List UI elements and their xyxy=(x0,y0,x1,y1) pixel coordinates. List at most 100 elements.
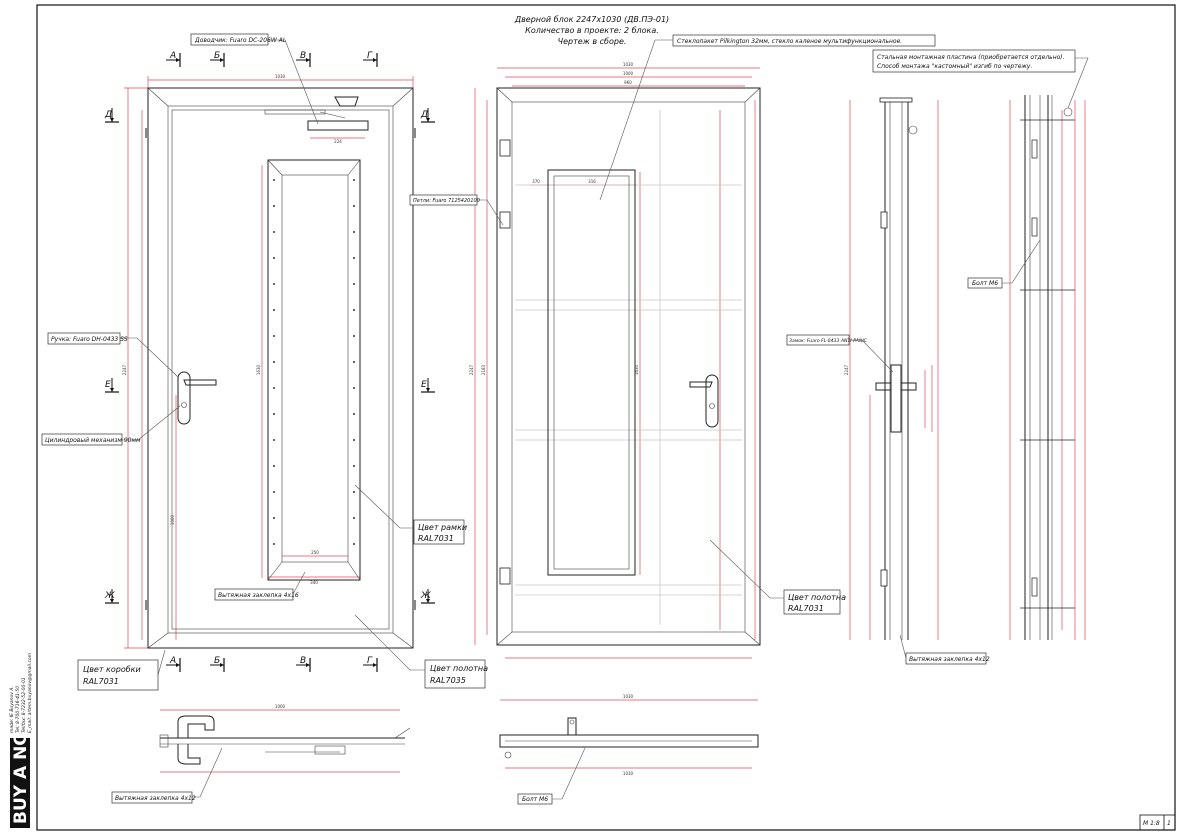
section-marker-v: В xyxy=(296,656,311,672)
section-letter: Г xyxy=(367,656,373,666)
dim-width-back: 1030 xyxy=(623,62,634,67)
section-letter: Г xyxy=(367,51,373,61)
dim-leaf-height: 2183 xyxy=(481,364,486,375)
dim-inner-width: 1000 xyxy=(623,71,634,76)
rivet xyxy=(353,491,355,493)
section-marker-g: Г xyxy=(363,51,378,67)
label-plate-line-1: Стальная монтажная пластина (приобретает… xyxy=(877,54,1065,61)
dim-height-side: 2247 xyxy=(844,364,849,375)
edge-profile-view xyxy=(1009,95,1086,640)
front-view: 1030 2247 1000 1630 250 340 224 xyxy=(122,74,416,649)
label-rivet-4x12-bottom: Вытяжная заклепка 4х12 xyxy=(115,795,196,802)
dim-window-width: 316 xyxy=(588,179,596,184)
side-section-view: 2247 xyxy=(844,97,939,640)
dim-glass-height-back: 1630 xyxy=(634,364,639,375)
title-line-3: Чертеж в сборе. xyxy=(558,37,627,46)
section-marker-b: Б xyxy=(210,51,225,67)
title-line-2: Количество в проекте: 2 блока. xyxy=(525,26,659,35)
rivet xyxy=(353,257,355,259)
author-block: BUY A NOV made: IE Buyanov A. Tel: 8-700… xyxy=(9,652,33,828)
section-marker-a: А xyxy=(166,656,181,672)
section-letter: Д xyxy=(420,110,428,120)
sheet-border xyxy=(36,4,1176,831)
logo-text: BUY A NOV xyxy=(11,718,31,824)
section-marker-d: Д xyxy=(420,108,435,123)
back-view: 1030 1000 960 2247 2183 1630 370 316 xyxy=(469,62,761,659)
dim-width: 1030 xyxy=(275,74,286,79)
section-letter: Ж xyxy=(104,591,115,601)
hinge xyxy=(499,211,511,229)
dim-glass-frame-width: 340 xyxy=(310,580,318,585)
label-handle: Ручка: Fuaro DH-0433 SS xyxy=(51,336,128,343)
section-marker-zh: Ж xyxy=(104,589,119,604)
author-fax: Tel/fax: 8-7232-52-00-01 xyxy=(21,677,27,733)
label-rivet-4x12-side: Вытяжная заклепка 4х12 xyxy=(909,656,990,663)
rivet xyxy=(353,439,355,441)
rivet xyxy=(273,205,275,207)
hinge xyxy=(499,567,511,585)
section-marker-b: Б xyxy=(210,656,225,672)
section-marker-a: А xyxy=(166,51,181,67)
section-letter: Б xyxy=(214,656,220,666)
section-marker-d: Д xyxy=(104,108,119,123)
section-letter: Ж xyxy=(420,591,431,601)
author-email: E_mail: artem.buyanov@gmail.com xyxy=(27,652,33,733)
rivet xyxy=(353,309,355,311)
dim-plan-width: 1000 xyxy=(275,704,286,709)
title-block: М 1:8 1 xyxy=(1139,814,1176,831)
rivet xyxy=(273,517,275,519)
glass-frame xyxy=(267,159,361,581)
label-leaf-color-back-title: Цвет полотна xyxy=(788,593,846,602)
section-marker-e: Е xyxy=(105,378,119,393)
dim-plan-width-right: 1030 xyxy=(623,694,634,699)
rivet xyxy=(353,231,355,233)
dim-closer-width: 224 xyxy=(334,139,342,144)
section-letter: Д xyxy=(104,110,112,120)
rivet xyxy=(273,283,275,285)
rivet xyxy=(353,205,355,207)
label-bolt-right: Болт М6 xyxy=(972,280,998,287)
author-tel: Tel: 8-700-716-41-50 xyxy=(15,686,21,733)
rivet xyxy=(273,439,275,441)
label-leaf-color-back-value: RAL7031 xyxy=(788,604,824,613)
section-marker-g: Г xyxy=(363,656,378,672)
dim-height: 2247 xyxy=(122,364,127,375)
dim-window-offset: 370 xyxy=(532,179,540,184)
sheet-number: 1 xyxy=(1167,820,1171,827)
dim-handle-height: 1000 xyxy=(170,514,175,525)
label-glass-frame-value: RAL7031 xyxy=(418,534,454,543)
glass-pane xyxy=(281,174,349,563)
rivet xyxy=(273,491,275,493)
label-cylinder: Цилиндровый механизм 90мм xyxy=(45,437,141,444)
section-letter: Е xyxy=(421,380,427,390)
rivet xyxy=(353,465,355,467)
section-letter: А xyxy=(169,51,176,61)
section-letter: А xyxy=(169,656,176,666)
rivet xyxy=(273,231,275,233)
dim-glass-height: 1630 xyxy=(256,364,261,375)
top-plan-view-right: 1030 1030 xyxy=(499,694,759,776)
label-glass-frame-title: Цвет рамки xyxy=(418,523,467,532)
rivet xyxy=(273,335,275,337)
label-lock: Замок: Fuaro FL-0433 ANTI-PANIC xyxy=(789,338,868,344)
hinge xyxy=(499,139,511,157)
dim-clear-width: 960 xyxy=(624,80,632,85)
rivet xyxy=(353,543,355,545)
rivet xyxy=(273,361,275,363)
rivet xyxy=(353,413,355,415)
rivet xyxy=(273,309,275,311)
rivet xyxy=(273,257,275,259)
section-letter: В xyxy=(300,656,306,666)
rivet xyxy=(273,387,275,389)
door-handle-back xyxy=(705,374,719,428)
label-hinges: Петли: Fuaro 7125420100 xyxy=(413,198,480,204)
rivet xyxy=(353,335,355,337)
lock xyxy=(890,364,902,433)
label-leaf-color-front-value: RAL7035 xyxy=(430,676,466,685)
rivet xyxy=(273,413,275,415)
label-plate-line-2: Способ монтажа "кастомный" изгиб по черт… xyxy=(877,63,1032,70)
label-frame-color-title: Цвет коробки xyxy=(83,665,141,674)
